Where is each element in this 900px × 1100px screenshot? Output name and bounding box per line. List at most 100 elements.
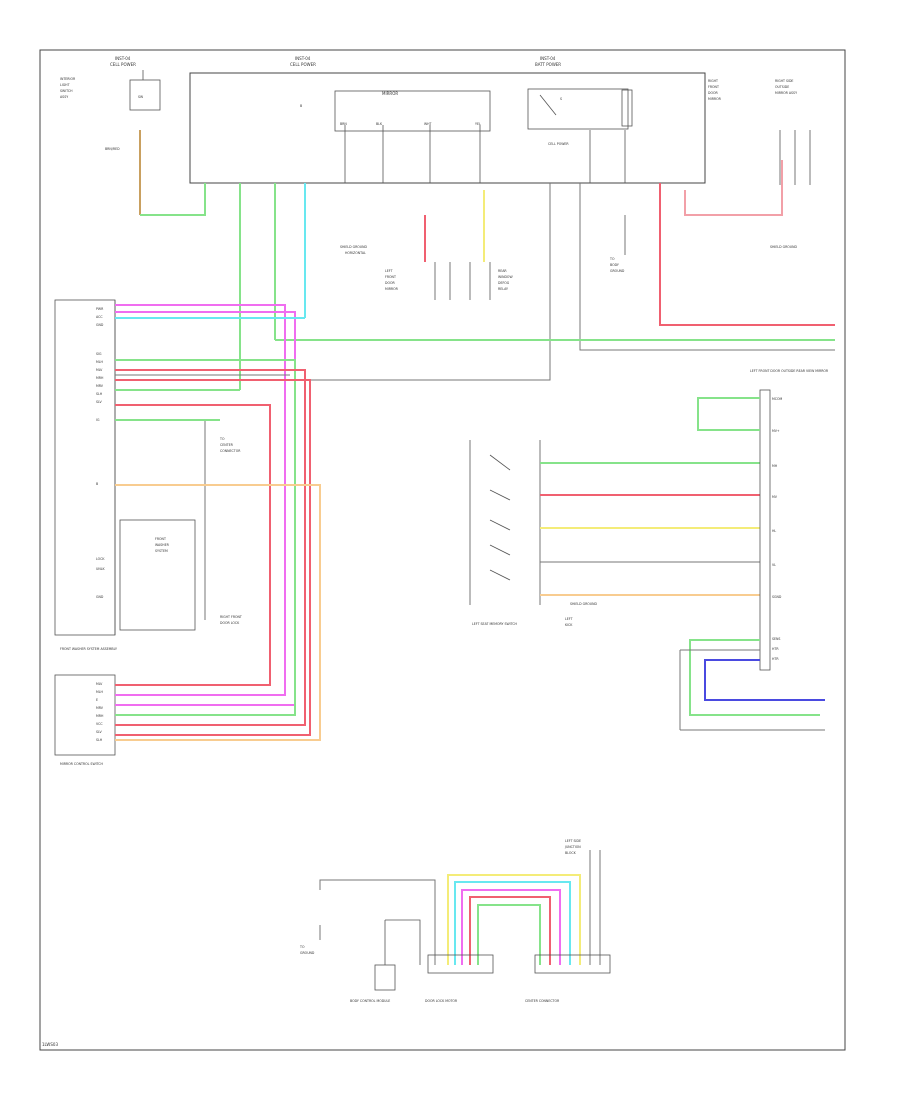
svg-text:RIGHT: RIGHT (708, 79, 718, 83)
svg-text:BRN/RED: BRN/RED (105, 147, 120, 151)
svg-text:REAR: REAR (498, 269, 507, 273)
svg-text:SIG: SIG (96, 352, 102, 356)
svg-text:RIGHT SIDE: RIGHT SIDE (775, 79, 793, 83)
svg-text:MRH: MRH (96, 714, 104, 718)
svg-text:BRN: BRN (340, 122, 347, 126)
svg-text:JUNCTION: JUNCTION (564, 845, 581, 849)
fuse-mid-sub: CELL POWER (290, 62, 316, 67)
svg-text:FRONT: FRONT (155, 537, 166, 541)
svg-text:BODY: BODY (610, 263, 619, 267)
svg-text:WASHER: WASHER (155, 543, 170, 547)
svg-text:INTERIOR: INTERIOR (60, 77, 76, 81)
right-front-door-label: RIGHT FRONT DOOR MIRROR RIGHT SIDE OUTSI… (708, 79, 811, 249)
svg-text:SGND: SGND (772, 595, 782, 599)
svg-text:HTR: HTR (772, 657, 779, 661)
svg-text:GND: GND (96, 595, 104, 599)
svg-text:SLV: SLV (96, 400, 102, 404)
svg-text:RELAY: RELAY (498, 287, 508, 291)
fuse-left-sub: CELL POWER (110, 62, 136, 67)
svg-text:B: B (300, 104, 302, 108)
svg-text:MIRROR: MIRROR (385, 287, 399, 291)
svg-text:TO: TO (219, 437, 225, 441)
fuse-right-label: INST-04 (540, 56, 556, 61)
svg-text:SYSTEM: SYSTEM (155, 549, 168, 553)
svg-text:MLH: MLH (96, 690, 104, 694)
footer-code: 1LWS03 (42, 1042, 58, 1047)
svg-text:SHIELD GROUND: SHIELD GROUND (570, 602, 598, 606)
svg-text:CELL POWER: CELL POWER (548, 142, 569, 146)
svg-text:FRONT: FRONT (708, 85, 719, 89)
svg-text:E: E (96, 698, 98, 702)
svg-text:DEFOG: DEFOG (498, 281, 510, 285)
bottom-connectors: TO GROUND LEFT SIDE JUNCTION BLOCK BODY … (299, 839, 611, 1003)
svg-text:GND: GND (96, 323, 104, 327)
svg-text:MRH: MRH (96, 376, 104, 380)
svg-text:LEFT: LEFT (385, 269, 393, 273)
top-left-component: INTERIOR LIGHT SWITCH ASSY SW (60, 70, 161, 111)
svg-text:S: S (560, 97, 562, 101)
svg-text:MLV: MLV (96, 368, 103, 372)
svg-text:VL: VL (772, 563, 776, 567)
left-unit-1: FRONT WASHER SYSTEM FRONT WASHER SYSTEM … (54, 299, 242, 651)
svg-text:SHIELD GROUND: SHIELD GROUND (340, 245, 368, 249)
svg-text:SLH: SLH (96, 738, 103, 742)
svg-text:ACC: ACC (96, 315, 103, 319)
svg-text:IG: IG (96, 418, 100, 422)
svg-text:MIRROR ASSY: MIRROR ASSY (775, 91, 797, 95)
svg-text:RIGHT FRONT: RIGHT FRONT (220, 615, 242, 619)
svg-text:MCOM: MCOM (772, 397, 782, 401)
svg-text:DOOR: DOOR (385, 281, 395, 285)
svg-text:HL: HL (772, 529, 776, 533)
center-connectors: SHIELD GROUND HORIZONTAL LEFT FRONT DOOR… (340, 215, 626, 300)
svg-text:TO: TO (299, 945, 305, 949)
svg-text:FRONT: FRONT (385, 275, 396, 279)
svg-text:UNLK: UNLK (96, 567, 105, 571)
svg-text:MLH: MLH (96, 360, 104, 364)
svg-text:LOCK: LOCK (96, 557, 105, 561)
fuse-left-label: INST-04 (115, 56, 131, 61)
svg-text:BLOCK: BLOCK (565, 851, 577, 855)
left-unit-label: FRONT WASHER SYSTEM ASSEMBLY (60, 647, 117, 651)
svg-text:ASSY: ASSY (60, 95, 68, 99)
svg-text:MRV: MRV (96, 706, 104, 710)
svg-text:SENS: SENS (772, 637, 780, 641)
svg-text:BLK: BLK (376, 122, 383, 126)
bottom-left-label: BODY CONTROL MODULE (350, 999, 390, 1003)
svg-text:DOOR LOCK: DOOR LOCK (220, 621, 240, 625)
svg-text:SLH: SLH (96, 392, 103, 396)
svg-text:MLV: MLV (96, 682, 103, 686)
svg-text:YEL: YEL (475, 122, 481, 126)
svg-text:LIGHT: LIGHT (60, 83, 70, 87)
svg-text:MIRROR: MIRROR (708, 97, 722, 101)
left-front-door-mirror: LEFT FRONT DOOR OUTSIDE REAR VIEW MIRROR… (679, 369, 829, 731)
svg-text:OUTSIDE: OUTSIDE (775, 85, 789, 89)
svg-text:SWITCH: SWITCH (60, 89, 73, 93)
svg-text:MH: MH (772, 464, 778, 468)
svg-text:SW: SW (138, 95, 144, 99)
svg-text:WHT: WHT (424, 122, 432, 126)
svg-text:PWR: PWR (96, 307, 104, 311)
left-front-door-label: LEFT FRONT DOOR OUTSIDE REAR VIEW MIRROR (750, 369, 829, 373)
left-seat-switch-label: LEFT SEAT MEMORY SWITCH (472, 622, 518, 626)
svg-text:KICK: KICK (565, 623, 573, 627)
svg-text:GROUND: GROUND (610, 269, 625, 273)
svg-text:VCC: VCC (96, 722, 103, 726)
svg-text:SHIELD GROUND: SHIELD GROUND (770, 245, 798, 249)
svg-text:HORIZONTAL: HORIZONTAL (345, 251, 366, 255)
fuse-right-sub: BATT POWER (535, 62, 561, 67)
svg-text:LEFT: LEFT (565, 617, 573, 621)
svg-text:MV: MV (772, 495, 778, 499)
bottom-right-label: CENTER CONNECTOR (525, 999, 560, 1003)
svg-text:DOOR: DOOR (708, 91, 718, 95)
svg-text:MRV: MRV (96, 384, 104, 388)
bottom-ground-label: GROUND (300, 951, 315, 955)
svg-text:B: B (96, 482, 98, 486)
svg-text:CENTER: CENTER (220, 443, 234, 447)
svg-text:HTR: HTR (772, 647, 779, 651)
svg-text:CONNECTOR: CONNECTOR (220, 449, 241, 453)
svg-text:MV+: MV+ (772, 429, 780, 433)
fuse-mid-label: INST-04 (295, 56, 311, 61)
svg-text:TO: TO (609, 257, 615, 261)
